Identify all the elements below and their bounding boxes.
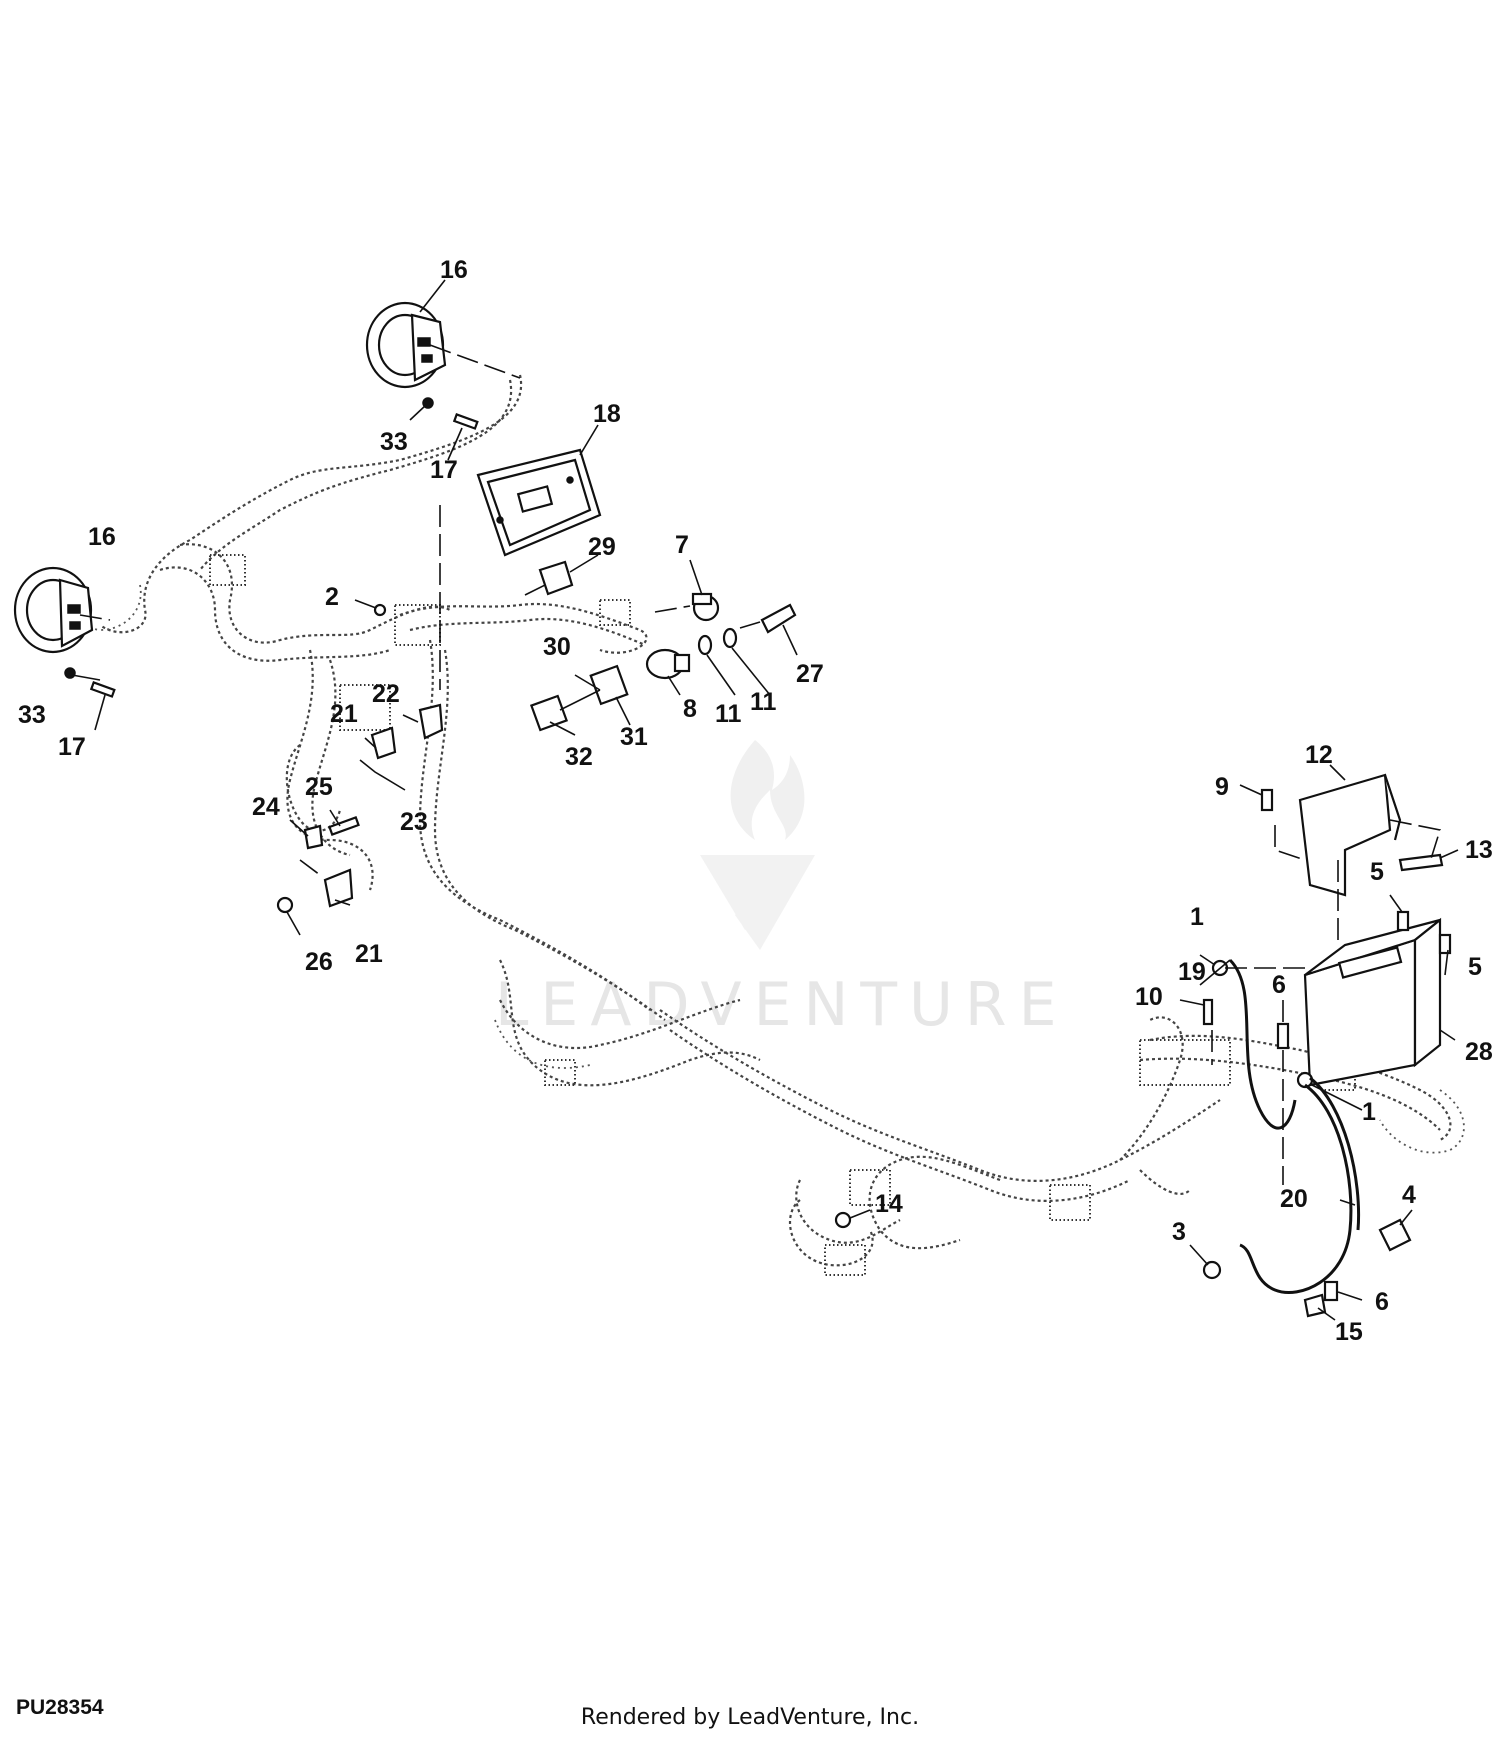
- callout-6-lower: 6: [1375, 1288, 1389, 1316]
- fasteners-upper: [422, 397, 479, 430]
- callout-labels: 16 16 18 33 17 33 17 29 7 2 30 27 8 11 1…: [18, 256, 1493, 1346]
- callout-17-upper: 17: [430, 456, 458, 484]
- callout-11-a: 11: [715, 700, 742, 728]
- nut-26: [276, 896, 294, 914]
- bolt-9: [1260, 788, 1274, 812]
- callout-30: 30: [543, 633, 571, 661]
- callout-11-b: 11: [750, 688, 777, 716]
- instrument-cluster: [476, 448, 602, 557]
- callout-16-upper: 16: [440, 256, 468, 284]
- callout-20: 20: [1280, 1185, 1308, 1213]
- bolt-25: [328, 816, 360, 836]
- bolt-14: [834, 1211, 852, 1229]
- callout-6-upper: 6: [1272, 971, 1286, 999]
- callout-5-upper: 5: [1370, 858, 1384, 886]
- clip-21a: [370, 726, 397, 760]
- callout-7: 7: [675, 531, 689, 559]
- callout-26: 26: [305, 948, 333, 976]
- callout-33-lower: 33: [18, 701, 46, 729]
- battery-28: [1303, 917, 1442, 1087]
- leader-lines: [71, 279, 1459, 1321]
- figure-id: PU28354: [16, 1696, 104, 1719]
- bracket-22: [418, 703, 444, 740]
- callout-22: 22: [372, 680, 400, 708]
- connector-31: [589, 664, 629, 706]
- fasteners-lower: [64, 667, 116, 698]
- alignment-lines: [79, 344, 1442, 1185]
- bolt-6b: [1323, 1280, 1339, 1302]
- callout-1-upper: 1: [1190, 903, 1204, 931]
- callout-24: 24: [252, 793, 280, 821]
- clip-15: [1303, 1293, 1327, 1318]
- callout-2: 2: [325, 583, 339, 611]
- bolt-5: [1396, 910, 1410, 932]
- callout-25: 25: [305, 773, 333, 801]
- callout-27: 27: [796, 660, 824, 688]
- wiring-harness: [80, 374, 1465, 1276]
- callout-5-right: 5: [1468, 953, 1482, 981]
- watermark-text: LEADVENTURE: [495, 970, 1069, 1040]
- callout-4: 4: [1402, 1181, 1416, 1209]
- callout-1-lower: 1: [1362, 1098, 1376, 1126]
- callout-31: 31: [620, 723, 648, 751]
- clip-21b: [323, 868, 354, 908]
- callout-32: 32: [565, 743, 593, 771]
- callout-33-upper: 33: [380, 428, 408, 456]
- screw-10: [1202, 998, 1214, 1026]
- callout-16-lower: 16: [88, 523, 116, 551]
- battery-hold-down-12: [1298, 773, 1402, 897]
- callout-28: 28: [1465, 1038, 1493, 1066]
- screw-2: [373, 603, 387, 617]
- callout-17-lower: 17: [58, 733, 86, 761]
- socket-7: [691, 592, 720, 622]
- bolt-6a: [1276, 1022, 1290, 1050]
- nut-11a: [697, 634, 713, 656]
- callout-18: 18: [593, 400, 621, 428]
- switch-29: [538, 560, 574, 596]
- callout-9: 9: [1215, 773, 1229, 801]
- headlight-lower: [13, 566, 94, 654]
- plug-27: [760, 603, 797, 634]
- callout-12: 12: [1305, 741, 1333, 769]
- callout-21-lower: 21: [355, 940, 383, 968]
- footer-credit: Rendered by LeadVenture, Inc.: [580, 1705, 920, 1730]
- harness-30: [559, 689, 601, 711]
- callout-3: 3: [1172, 1218, 1186, 1246]
- callout-19: 19: [1178, 958, 1206, 986]
- bracket-24: [303, 824, 324, 850]
- callout-13: 13: [1465, 836, 1493, 864]
- callout-15: 15: [1335, 1318, 1363, 1346]
- bar-13: [1398, 853, 1444, 872]
- nut-11b: [722, 627, 738, 649]
- switch-4: [1378, 1218, 1412, 1252]
- headlight-upper: [365, 301, 447, 389]
- switch-8: [645, 648, 691, 680]
- nut-1b: [1296, 1071, 1314, 1089]
- watermark-logo: [700, 740, 815, 950]
- callout-8: 8: [683, 695, 697, 723]
- callout-23: 23: [400, 808, 428, 836]
- nut-3: [1202, 1260, 1222, 1280]
- callout-10: 10: [1135, 983, 1163, 1011]
- callout-21-upper: 21: [330, 700, 358, 728]
- bolt-5b: [1438, 933, 1452, 955]
- callout-29: 29: [588, 533, 616, 561]
- callout-14: 14: [875, 1190, 903, 1218]
- connector-32: [529, 694, 569, 732]
